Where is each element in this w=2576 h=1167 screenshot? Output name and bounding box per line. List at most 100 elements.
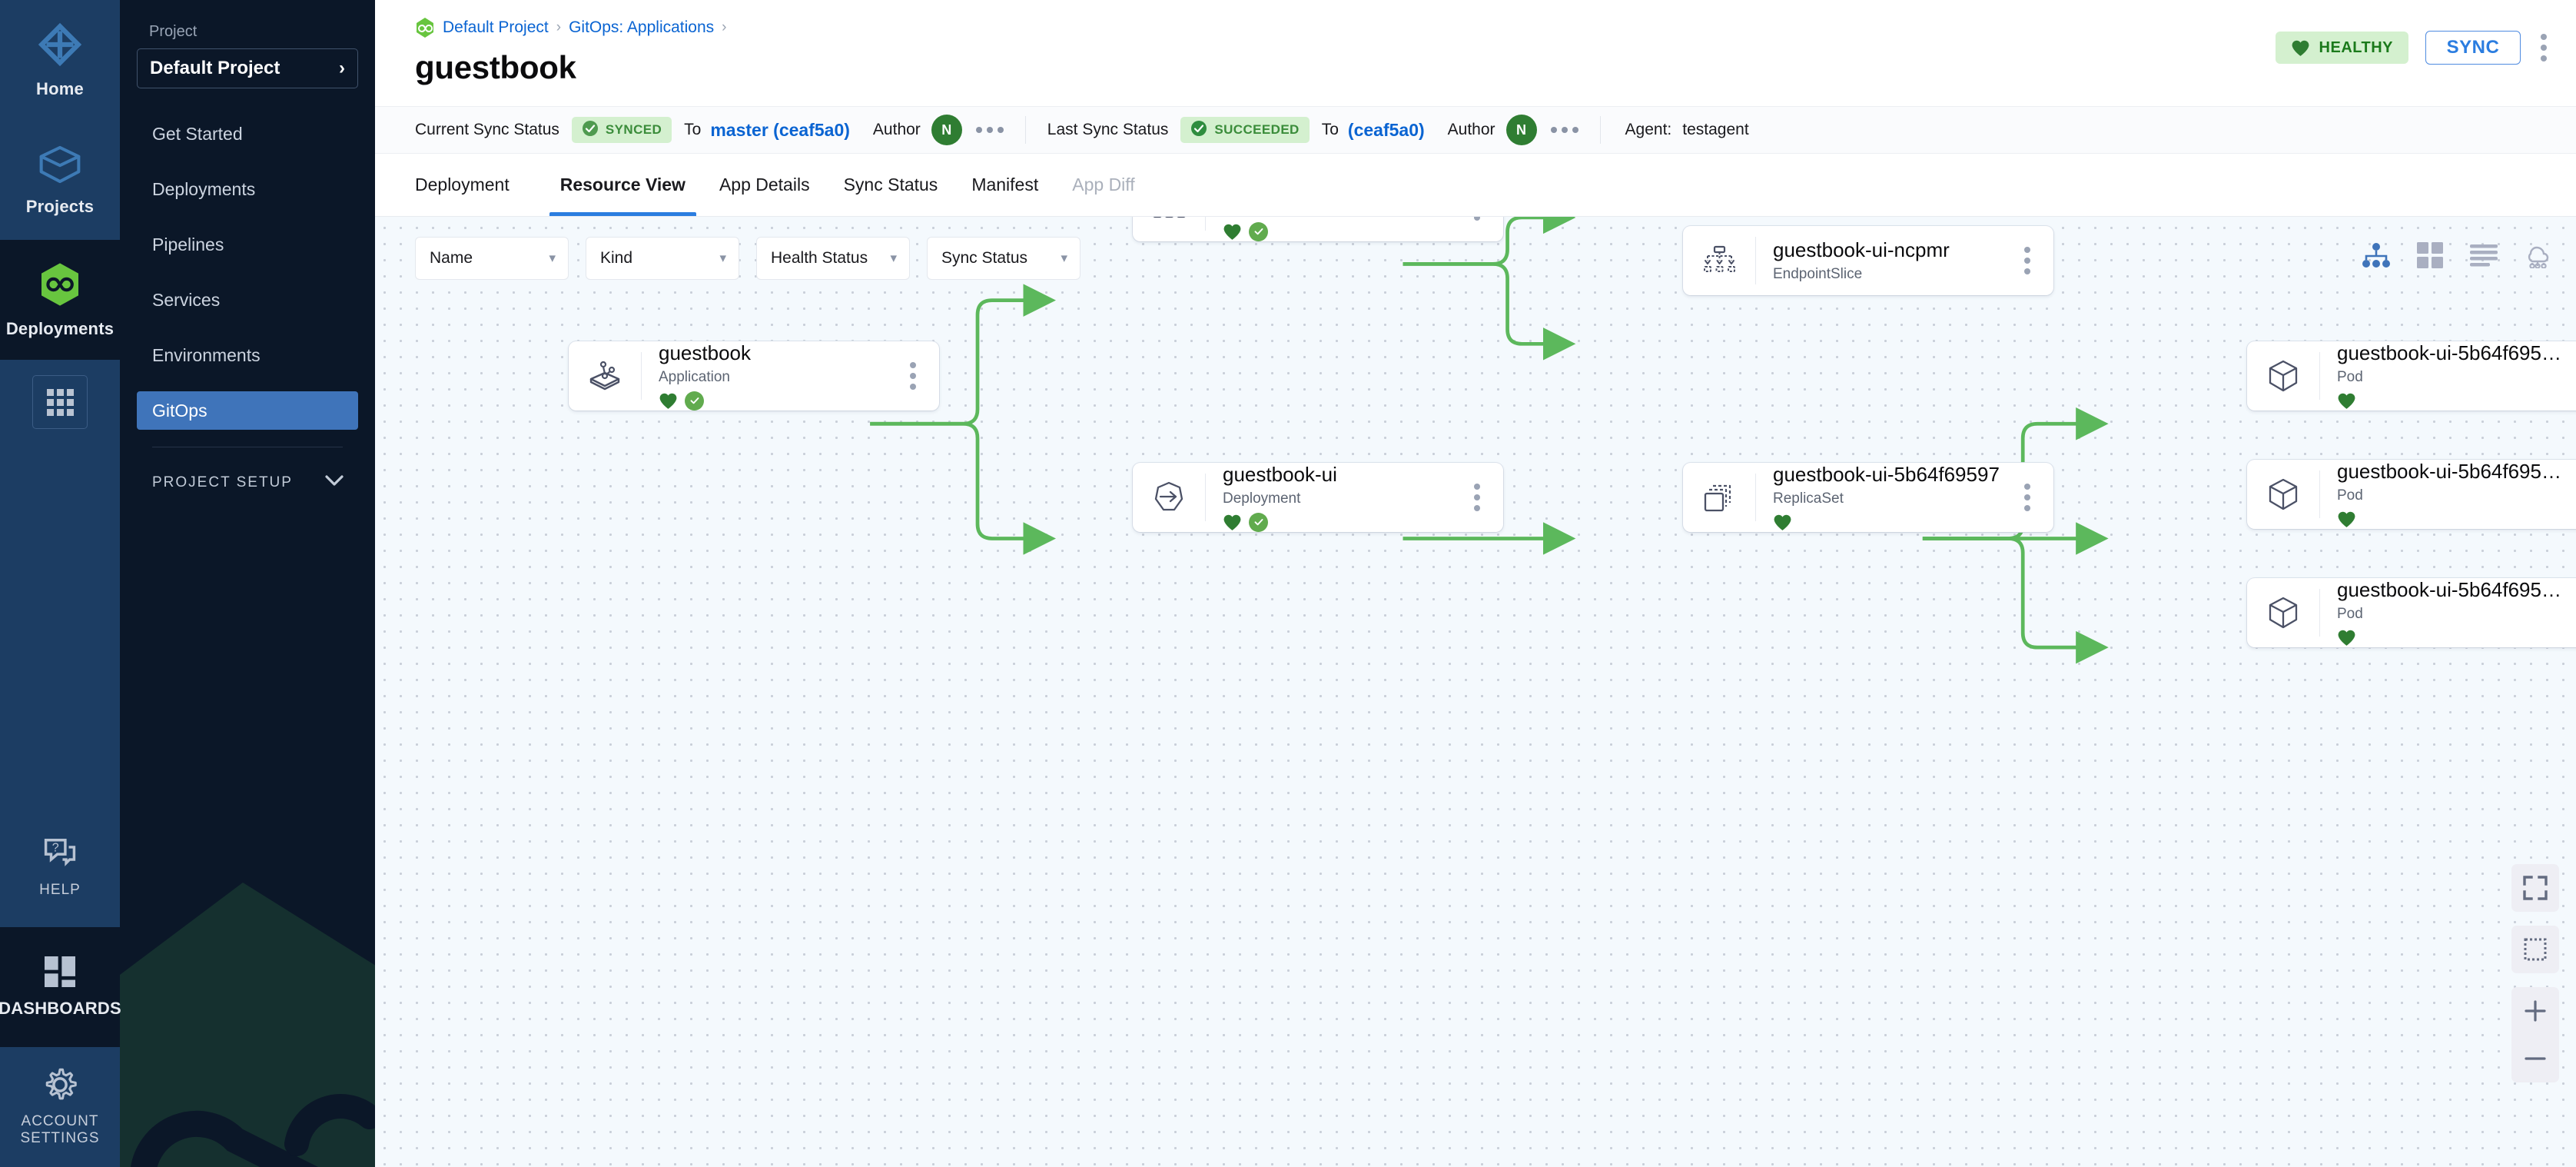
chevron-down-icon: ▾ bbox=[1061, 251, 1067, 265]
heart-icon bbox=[659, 392, 678, 410]
zoom-controls bbox=[2511, 987, 2559, 1082]
sidebar-item-deployments[interactable]: Deployments bbox=[137, 170, 358, 208]
rail-item-projects[interactable]: Projects bbox=[0, 120, 120, 240]
kebab-vertical-icon[interactable] bbox=[2012, 247, 2043, 274]
rail-item-deployments[interactable]: Deployments bbox=[0, 240, 120, 360]
tab-sync-status[interactable]: Sync Status bbox=[827, 154, 955, 216]
last-sync-to-value[interactable]: (ceaf5a0) bbox=[1347, 119, 1425, 140]
breadcrumb-item-project[interactable]: Default Project bbox=[443, 18, 549, 36]
sync-button[interactable]: SYNC bbox=[2425, 31, 2521, 65]
graph-view-icon[interactable] bbox=[2361, 240, 2392, 271]
graph-node-title: guestbook-ui-5b64f6959… bbox=[2336, 459, 2568, 483]
resource-graph-canvas[interactable]: Name ▾ Kind ▾ Health Status ▾ Sync Statu… bbox=[375, 217, 2576, 1167]
tab-resource-view[interactable]: Resource View bbox=[543, 154, 702, 216]
graph-node-replicaset[interactable]: guestbook-ui-5b64f69597 ReplicaSet bbox=[1683, 463, 2053, 532]
breadcrumb-item-gitops-applications[interactable]: GitOps: Applications bbox=[569, 18, 715, 36]
kebab-vertical-icon[interactable] bbox=[1462, 217, 1492, 221]
tab-deployment[interactable]: Deployment bbox=[415, 154, 526, 216]
graph-node-endpointslice[interactable]: guestbook-ui-ncpmr EndpointSlice bbox=[1683, 226, 2053, 295]
endpointslice-icon bbox=[1683, 245, 1755, 276]
apps-grid-icon[interactable] bbox=[32, 375, 88, 429]
filter-kind[interactable]: Kind ▾ bbox=[586, 237, 739, 280]
graph-node-kind: Pod bbox=[2336, 606, 2363, 623]
graph-node-pod[interactable]: guestbook-ui-5b64f6959… Pod bbox=[2247, 460, 2576, 529]
sidebar-item-get-started[interactable]: Get Started bbox=[137, 115, 358, 153]
help-chat-icon: ? bbox=[42, 836, 78, 874]
rail-item-help[interactable]: ? HELP bbox=[0, 807, 120, 927]
graph-node-status bbox=[2337, 391, 2568, 411]
heart-icon bbox=[2337, 629, 2356, 647]
divider bbox=[1205, 217, 1206, 231]
kebab-vertical-icon[interactable] bbox=[1462, 484, 1492, 511]
current-sync-status-badge: SYNCED bbox=[571, 117, 672, 143]
avatar: N bbox=[931, 115, 962, 145]
check-circle-icon bbox=[582, 120, 599, 141]
kebab-horizontal-icon[interactable] bbox=[1550, 127, 1578, 133]
kebab-horizontal-icon[interactable] bbox=[975, 127, 1004, 133]
rail-label-account-settings: ACCOUNT SETTINGS bbox=[20, 1112, 100, 1146]
current-sync-status-label: Current Sync Status bbox=[415, 121, 559, 138]
filter-health-status[interactable]: Health Status ▾ bbox=[756, 237, 910, 280]
sidebar-item-gitops[interactable]: GitOps bbox=[137, 391, 358, 430]
rail-item-dashboards[interactable]: DASHBOARDS bbox=[0, 927, 121, 1047]
page-title: guestbook bbox=[415, 49, 576, 85]
sidebar-item-environments[interactable]: Environments bbox=[137, 336, 358, 374]
tab-label: Manifest bbox=[971, 175, 1039, 194]
graph-node-kind: ReplicaSet bbox=[1773, 490, 1844, 507]
graph-node-service[interactable]: guestbook-ui Service bbox=[1133, 217, 1503, 241]
service-icon bbox=[1133, 217, 1205, 222]
project-selector[interactable]: Default Project › bbox=[137, 48, 358, 88]
divider bbox=[1755, 237, 1756, 284]
kebab-vertical-icon[interactable] bbox=[2538, 29, 2550, 66]
home-diamond-icon bbox=[37, 22, 83, 71]
graph-node-kind: Pod bbox=[2336, 369, 2363, 386]
grid-view-icon[interactable] bbox=[2415, 240, 2445, 271]
rail-item-home[interactable]: Home bbox=[0, 0, 120, 120]
chevron-down-icon: ▾ bbox=[719, 251, 726, 265]
graph-node-title: guestbook-ui-5b64f69597 bbox=[1773, 462, 2000, 486]
graph-node-pod[interactable]: guestbook-ui-5b64f6959… Pod bbox=[2247, 341, 2576, 411]
divider bbox=[2319, 589, 2320, 637]
divider bbox=[2319, 470, 2320, 518]
filter-sync-status[interactable]: Sync Status ▾ bbox=[927, 237, 1081, 280]
tab-app-details[interactable]: App Details bbox=[702, 154, 827, 216]
list-view-icon[interactable] bbox=[2468, 240, 2499, 271]
graph-node-body: guestbook-ui-5b64f6959… Pod bbox=[2320, 578, 2576, 647]
sidebar-decoration bbox=[120, 883, 375, 1167]
sidebar-caption: Project bbox=[149, 23, 198, 40]
kebab-vertical-icon[interactable] bbox=[898, 362, 928, 390]
graph-node-title: guestbook bbox=[659, 341, 751, 364]
sidebar-item-pipelines[interactable]: Pipelines bbox=[137, 225, 358, 264]
filter-name[interactable]: Name ▾ bbox=[415, 237, 569, 280]
pod-icon bbox=[2247, 359, 2319, 393]
graph-node-pod[interactable]: guestbook-ui-5b64f6959… Pod bbox=[2247, 578, 2576, 647]
zoom-out-icon[interactable] bbox=[2511, 1035, 2559, 1082]
sidebar-project-setup[interactable]: PROJECT SETUP bbox=[137, 467, 358, 498]
last-sync-status-value: SUCCEEDED bbox=[1214, 122, 1300, 137]
synced-check-icon bbox=[1249, 221, 1268, 241]
filter-bar: Name ▾ Kind ▾ Health Status ▾ Sync Statu… bbox=[415, 237, 1081, 280]
kebab-vertical-icon[interactable] bbox=[2012, 484, 2043, 511]
sidebar-item-services[interactable]: Services bbox=[137, 281, 358, 319]
graph-node-application[interactable]: guestbook Application bbox=[569, 341, 939, 411]
heart-icon bbox=[1773, 514, 1792, 531]
project-selector-label: Default Project bbox=[150, 58, 281, 78]
network-view-icon[interactable] bbox=[2522, 240, 2553, 271]
rail-apps-row bbox=[0, 360, 120, 444]
pod-icon bbox=[2247, 477, 2319, 511]
graph-node-body: guestbook-ui-5b64f69597 ReplicaSet bbox=[1756, 463, 2012, 532]
zoom-in-icon[interactable] bbox=[2511, 987, 2559, 1035]
sidebar-item-label: Deployments bbox=[152, 178, 256, 199]
tab-label: App Diff bbox=[1072, 175, 1135, 194]
status-badge-health: HEALTHY bbox=[2275, 32, 2408, 64]
graph-node-deployment[interactable]: guestbook-ui Deployment bbox=[1133, 463, 1503, 532]
tab-manifest[interactable]: Manifest bbox=[954, 154, 1055, 216]
current-sync-to-value[interactable]: master (ceaf5a0) bbox=[710, 119, 850, 140]
fullscreen-icon[interactable] bbox=[2511, 864, 2559, 912]
primary-nav-rail: Home Projects Deployments bbox=[0, 0, 121, 1167]
rail-item-account-settings[interactable]: ACCOUNT SETTINGS bbox=[0, 1047, 120, 1167]
last-sync-author-label: Author bbox=[1447, 121, 1495, 138]
deployment-icon bbox=[1133, 480, 1205, 514]
graph-node-body: guestbook-ui Service bbox=[1206, 217, 1462, 241]
select-box-icon[interactable] bbox=[2511, 926, 2559, 973]
